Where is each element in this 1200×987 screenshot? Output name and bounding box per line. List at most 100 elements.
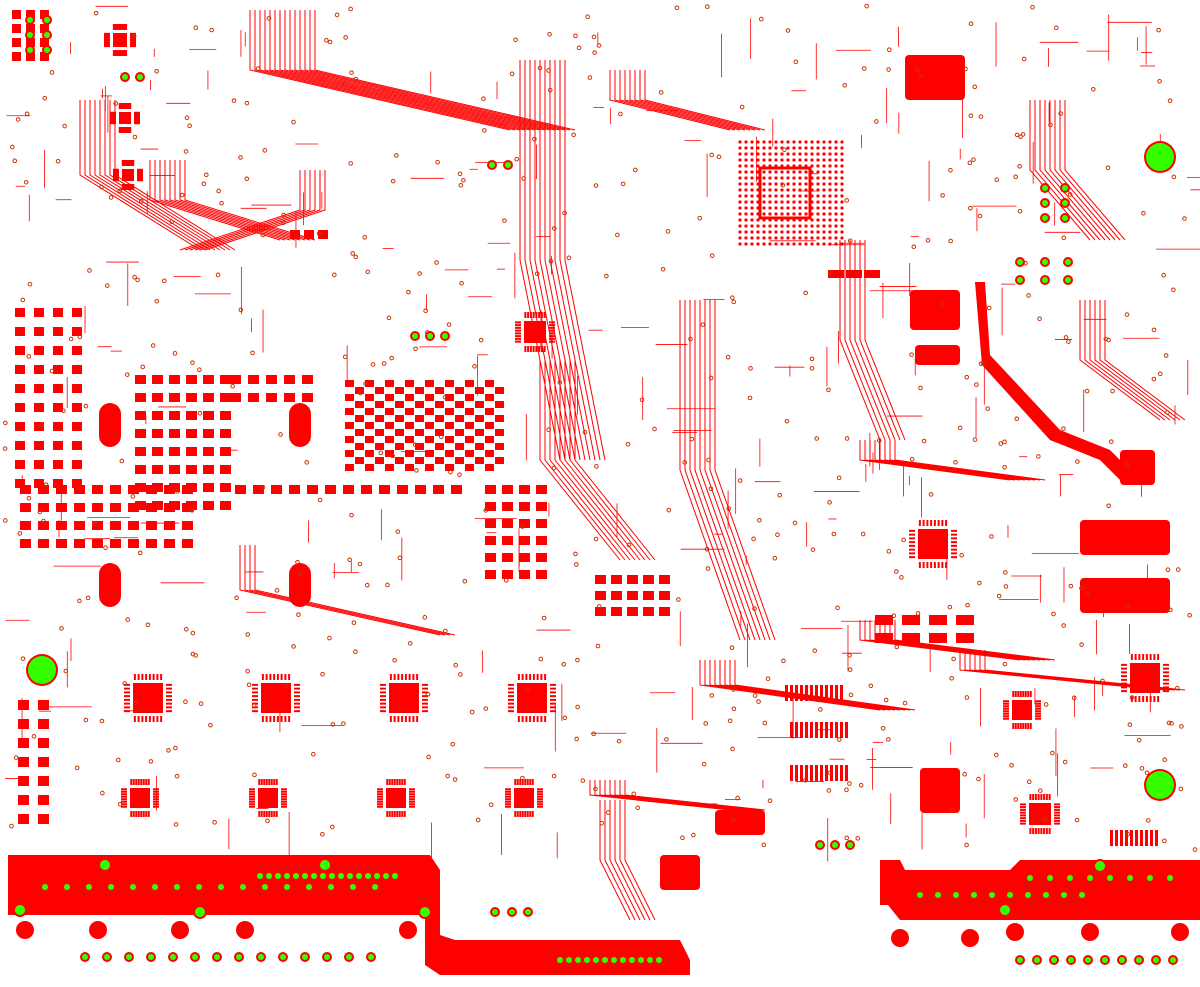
signal-trace — [154, 160, 286, 241]
via — [842, 83, 848, 88]
bga-ball — [828, 146, 832, 150]
via — [1162, 838, 1167, 844]
smd-pad — [485, 408, 494, 415]
via — [1037, 788, 1043, 793]
ic-pin — [1040, 794, 1043, 800]
ic-pin — [508, 710, 514, 713]
ic-pin — [1121, 667, 1127, 670]
via — [998, 441, 1004, 446]
through-hole-pad — [100, 860, 110, 870]
smd-pad — [455, 387, 464, 394]
via — [688, 336, 693, 342]
via — [245, 632, 251, 637]
ic-pin — [270, 811, 273, 817]
connector-pin — [815, 765, 818, 781]
bga-ball — [834, 170, 838, 174]
ic-pin — [153, 788, 159, 791]
via — [1061, 426, 1066, 431]
smd-pad — [266, 375, 277, 384]
connector-pin — [795, 765, 798, 781]
ic-pin — [538, 346, 541, 352]
bga-ball — [828, 176, 832, 180]
via — [587, 75, 593, 80]
smd-pad — [355, 443, 364, 450]
connector-pin — [815, 722, 818, 738]
ic-pin — [153, 798, 159, 801]
ic-pin — [137, 173, 143, 176]
bga-ball — [744, 206, 748, 210]
smd-pad — [74, 521, 85, 530]
ic-pin — [123, 127, 126, 133]
via — [1106, 337, 1111, 343]
smd-pad — [53, 308, 63, 317]
via — [113, 101, 119, 106]
bga-ball — [768, 176, 772, 180]
signal-trace — [559, 360, 641, 561]
smd-pad — [146, 485, 157, 494]
smd-pad — [15, 384, 25, 393]
via — [139, 198, 144, 204]
via — [1002, 439, 1007, 445]
via — [902, 700, 908, 706]
ic-pin — [537, 790, 543, 793]
bga-ball — [804, 188, 808, 192]
bga-ball — [738, 152, 742, 156]
ic-pin — [129, 184, 132, 190]
smd-pad — [385, 380, 394, 387]
ic-pin — [1020, 817, 1026, 820]
via — [968, 113, 974, 118]
ic-pin — [404, 716, 407, 722]
copper-pour-right — [880, 860, 1200, 920]
bga-ball — [738, 230, 742, 234]
via — [1171, 287, 1176, 293]
ic-pin — [1020, 808, 1026, 811]
signal-trace — [544, 60, 586, 461]
smd-pad — [365, 464, 374, 471]
smd-pad — [519, 570, 530, 579]
smd-pad — [465, 450, 474, 457]
ic-pin — [550, 687, 556, 690]
via — [189, 508, 195, 513]
via — [994, 752, 999, 758]
ic-thermal-pad — [122, 169, 134, 181]
ic-pin — [909, 548, 915, 551]
ic-pin — [1163, 667, 1169, 670]
ic-pin — [1020, 806, 1026, 809]
bottom-pin-hole — [1153, 957, 1159, 963]
bga-ball — [774, 230, 778, 234]
ic-pin — [281, 800, 287, 803]
via — [291, 119, 296, 125]
ic-pin — [377, 788, 383, 791]
smd-pad — [485, 570, 496, 579]
via — [676, 597, 681, 602]
bga-ball — [834, 218, 838, 222]
bga-ball — [840, 176, 844, 180]
via — [844, 787, 849, 793]
ic-pin — [121, 50, 124, 56]
signal-trace — [259, 10, 521, 131]
ic-pin — [124, 184, 127, 190]
via — [422, 615, 428, 620]
ic-pin — [1149, 654, 1152, 660]
ic-pin — [121, 184, 124, 190]
via — [1090, 86, 1096, 92]
copper-pour-power-trace — [975, 282, 1150, 480]
connector-pin — [810, 765, 813, 781]
connector-pin — [795, 722, 798, 738]
connector-pin — [825, 685, 828, 701]
smd-pad — [415, 485, 426, 494]
ic-pin — [124, 127, 127, 133]
ic-pin — [134, 113, 140, 116]
bga-ball — [774, 218, 778, 222]
via — [316, 231, 322, 236]
via — [1165, 410, 1170, 415]
bga-ball — [792, 140, 796, 144]
signal-trace — [609, 800, 641, 921]
via — [184, 115, 190, 120]
connector-pin-hole — [350, 884, 356, 890]
smd-pad — [38, 776, 49, 786]
ic-pin — [134, 116, 140, 119]
smd-pad — [18, 757, 29, 767]
via — [520, 775, 525, 781]
via — [262, 148, 268, 153]
